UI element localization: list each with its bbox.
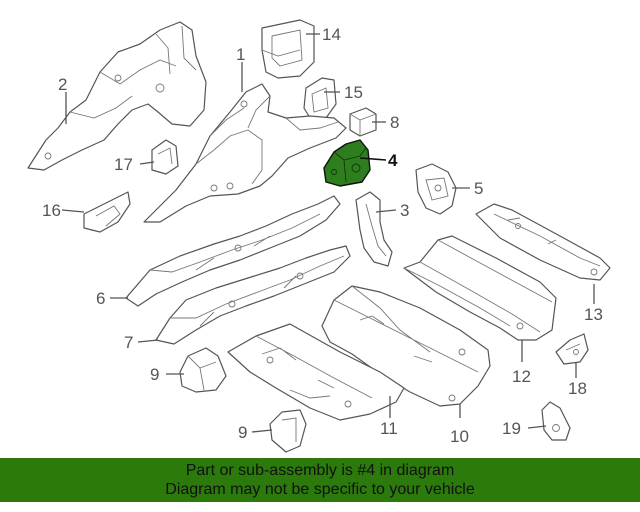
part-9-bracket-upper[interactable]	[179, 347, 227, 393]
part-3-curved-strip[interactable]	[355, 191, 393, 267]
part-19-bracket[interactable]	[541, 401, 571, 441]
callout-16: 16	[42, 201, 61, 220]
callout-7: 7	[124, 333, 133, 352]
callout-8: 8	[390, 113, 399, 132]
part-notice-banner: Part or sub-assembly is #4 in diagram Di…	[0, 458, 640, 502]
callout-14: 14	[322, 25, 341, 44]
callout-1: 1	[236, 45, 245, 64]
callout-5: 5	[474, 179, 483, 198]
part-11-floor-section[interactable]	[227, 323, 405, 421]
callout-10: 10	[450, 427, 469, 446]
part-10-floor-pan[interactable]	[321, 285, 491, 407]
callout-2: 2	[58, 75, 67, 94]
part-17-bracket[interactable]	[151, 139, 179, 175]
callout-labels: 1 2 3 4 5 6 7 8 9 9 10 11 12 13 14 15 16…	[42, 25, 603, 446]
callout-9-upper: 9	[150, 365, 159, 384]
callout-6: 6	[96, 289, 105, 308]
part-4-highlighted-bracket[interactable]	[323, 139, 371, 187]
callout-19: 19	[502, 419, 521, 438]
part-8-block[interactable]	[349, 107, 377, 137]
callout-18: 18	[568, 379, 587, 398]
diagram-disclaimer-line: Diagram may not be specific to your vehi…	[165, 481, 475, 498]
part-6-side-member[interactable]	[125, 195, 341, 307]
callout-15: 15	[344, 83, 363, 102]
part-12-crossmember-channel[interactable]	[403, 235, 557, 341]
part-9-bracket-lower[interactable]	[269, 409, 307, 453]
part-14-upper-bracket[interactable]	[261, 19, 315, 79]
part-15-bracket[interactable]	[303, 77, 337, 119]
callout-3: 3	[400, 201, 409, 220]
part-7-side-member[interactable]	[155, 245, 351, 345]
leader-lines	[61, 33, 595, 433]
callout-4: 4	[388, 151, 398, 170]
part-18-plate[interactable]	[555, 333, 589, 365]
callout-12: 12	[512, 367, 531, 386]
part-16-gusset[interactable]	[83, 191, 131, 233]
part-notice-line: Part or sub-assembly is #4 in diagram	[185, 462, 455, 479]
part-2-wheelhouse-panel[interactable]	[27, 21, 207, 171]
part-1-inner-quarter-rail[interactable]	[143, 83, 347, 223]
callout-17: 17	[114, 155, 133, 174]
exploded-parts-diagram: 1 2 3 4 5 6 7 8 9 9 10 11 12 13 14 15 16…	[27, 19, 611, 453]
callout-11: 11	[380, 419, 398, 438]
callout-9-lower: 9	[238, 423, 247, 442]
part-5-mount-bracket[interactable]	[415, 163, 457, 215]
callout-13: 13	[584, 305, 603, 324]
part-13-rear-crossmember[interactable]	[475, 203, 611, 281]
